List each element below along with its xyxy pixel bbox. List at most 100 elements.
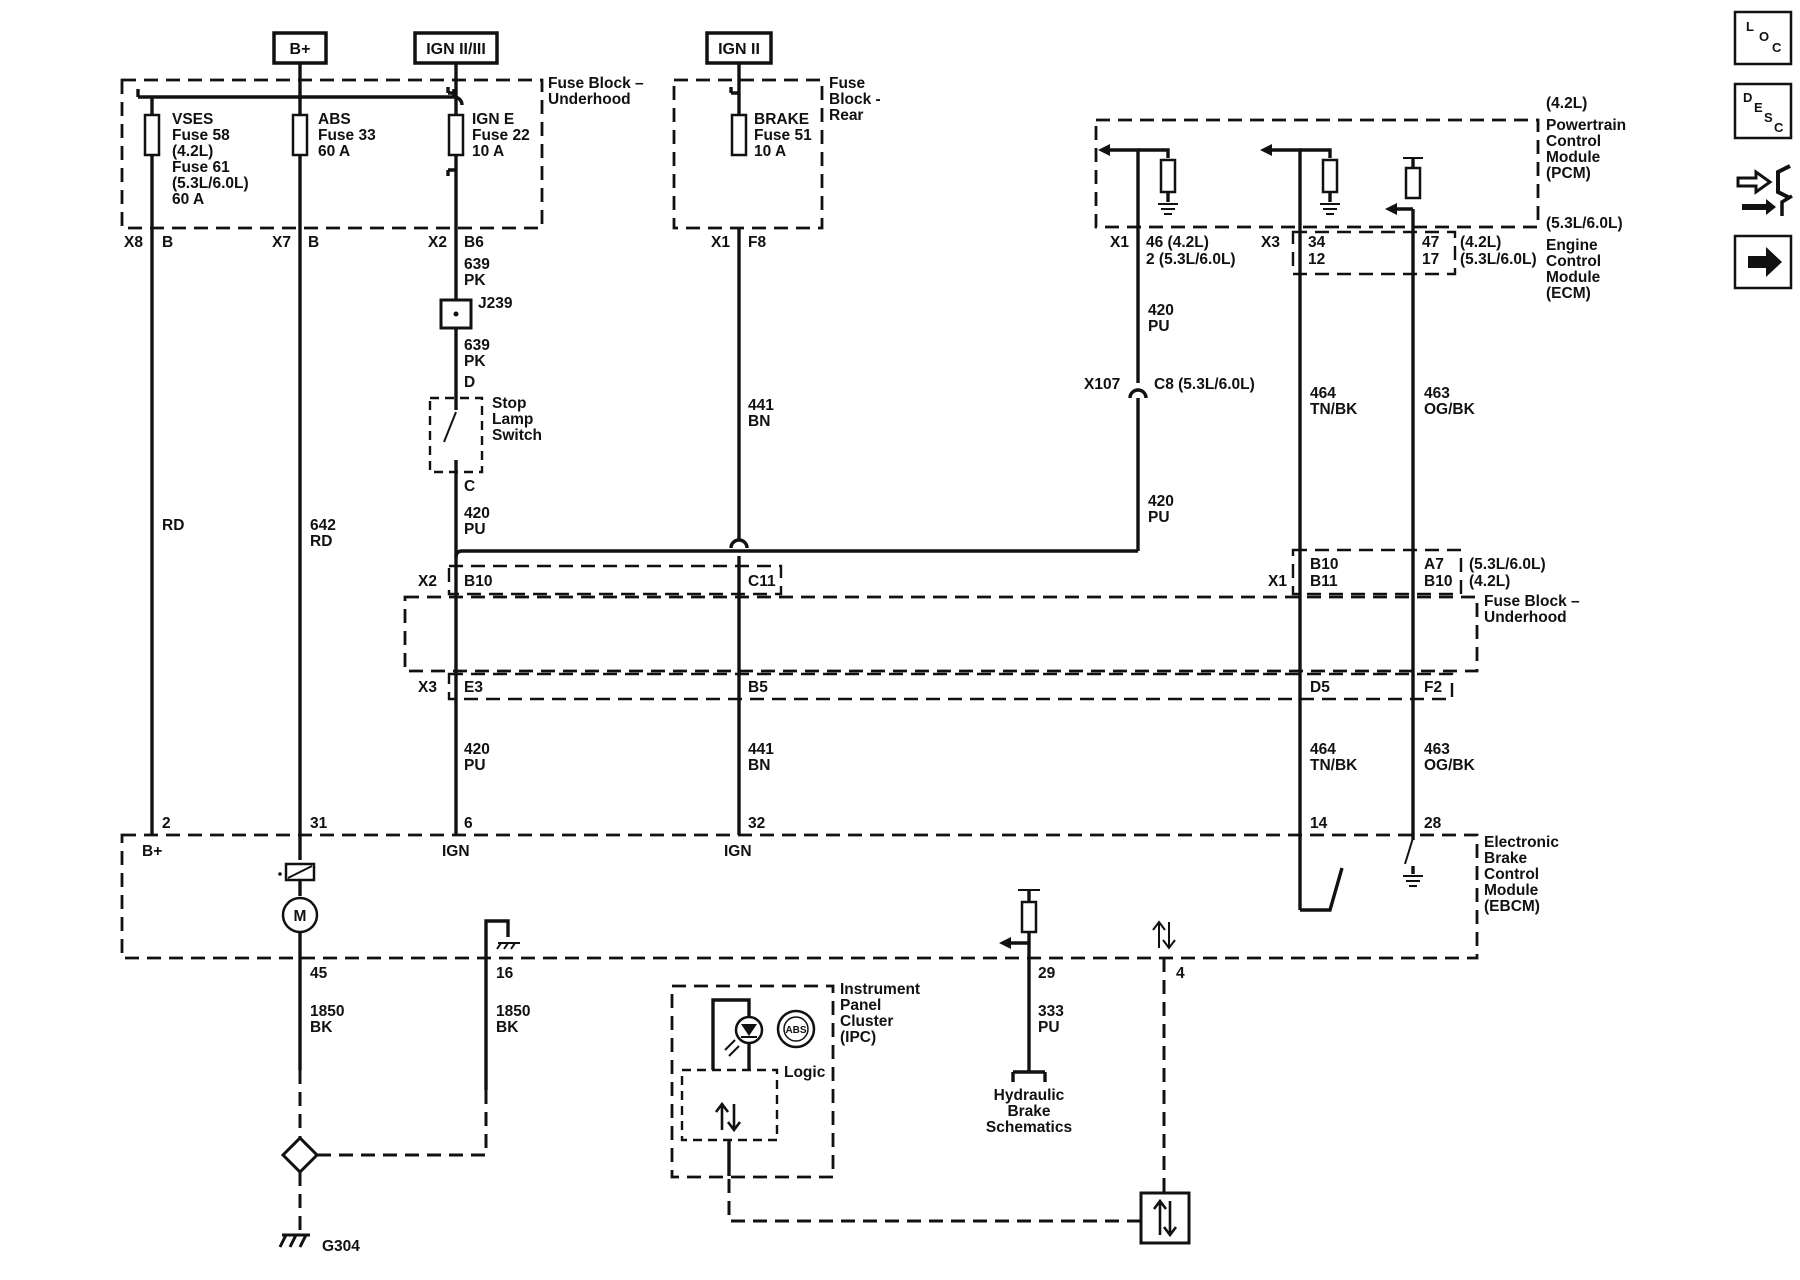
module-label: Module [1546,269,1601,286]
wire-label: 464 [1310,385,1336,402]
module-label: Electronic [1484,834,1559,851]
fuse-text: IGN E [472,111,514,128]
pin-label: C11 [748,573,776,590]
fuse-block-label: Fuse Block – [548,75,644,92]
pin-label: 4 [1176,965,1185,982]
module-label: Cluster [840,1013,893,1030]
pin-function: IGN [724,843,752,860]
module-label: (ECM) [1546,285,1591,302]
fuse-block-underhood-mid: X2 B10 C11 B10 X1 B11 A7 B10 (5.3L/6.0L)… [403,548,1580,701]
reference-label: Hydraulic [994,1087,1065,1104]
connector-icon[interactable] [1736,164,1793,216]
module-label: Instrument [840,981,920,998]
pin-label: A7 [1424,556,1444,573]
pin-label: B11 [1310,573,1338,590]
fuse-text: 60 A [172,191,204,208]
fuse-block-label: Underhood [548,91,631,108]
motor-label: M [294,908,307,925]
fuse-text: 10 A [754,143,786,160]
pin-label: 28 [1424,815,1442,832]
fuse-text: 10 A [472,143,504,160]
module-label: Module [1546,149,1601,166]
module-label: Module [1484,882,1539,899]
logic-label: Logic [784,1064,826,1081]
wire-label: 463 [1424,741,1450,758]
wire-label: 464 [1310,741,1336,758]
wire-label: PU [464,757,486,774]
pin-label: 2 [162,815,171,832]
desc-letter: S [1764,110,1773,125]
wire-label: 639 [464,256,490,273]
ign2-header: IGN II [718,41,760,58]
module-label: Panel [840,997,881,1014]
pin-label: E3 [464,679,483,696]
wire-label: 441 [748,741,774,758]
reference-label: Schematics [986,1119,1072,1136]
fuse-text: 60 A [318,143,350,160]
fuse-block-label: Block - [829,91,881,108]
wire-label: BK [310,1019,333,1036]
pin-label: 47 [1422,234,1439,251]
pin-label: B5 [748,679,768,696]
desc-letter: D [1743,90,1752,105]
fuse-text: Fuse 58 [172,127,230,144]
desc-icon[interactable]: D E S C [1733,82,1793,140]
loc-letter: L [1746,19,1754,34]
next-arrow-icon[interactable] [1733,234,1793,290]
pin-label: 14 [1310,815,1328,832]
module-label: (EBCM) [1484,898,1540,915]
connector-label: X8 [124,234,143,251]
loc-letter: O [1759,29,1769,44]
fuse-text: Fuse 51 [754,127,812,144]
variant-label: (4.2L) [1469,573,1510,590]
wire-label: RD [310,533,332,550]
variant-label: (5.3L/6.0L) [1460,251,1537,268]
fuse-text: VSES [172,111,213,128]
pin-label: 12 [1308,251,1325,268]
connector-label: X3 [418,679,437,696]
module-label: Engine [1546,237,1598,254]
fuse-text: Fuse 33 [318,127,376,144]
loc-icon[interactable]: L O C [1733,10,1793,66]
power-headers: B+ IGN II/III IGN II [272,31,773,65]
module-label: (PCM) [1546,165,1591,182]
bplus-header: B+ [290,41,311,58]
wire-label: 333 [1038,1003,1064,1020]
connector-label: X1 [1268,573,1287,590]
wire-label: 1850 [496,1003,530,1020]
connector-label: X2 [418,573,437,590]
fuse-text: Fuse 61 [172,159,230,176]
pcm-module: (4.2L) Powertrain Control Module (PCM) (… [1094,95,1626,302]
wire-label: PK [464,272,486,289]
pin-label: 45 [310,965,328,982]
ebcm-module: Electronic Brake Control Module (EBCM) 2… [120,815,1559,982]
wire-label: 420 [464,741,490,758]
splice-label: J239 [478,295,513,312]
wire-label: 441 [748,397,774,414]
connector-label: F8 [748,234,766,251]
connector-label: B6 [464,234,484,251]
pin-label: B10 [1310,556,1338,573]
wire-label: 420 [464,505,490,522]
module-label: (IPC) [840,1029,876,1046]
side-icons: L O C D E S C [1733,10,1793,290]
pin-label: B10 [464,573,492,590]
wire-label: PU [1038,1019,1060,1036]
fuse-block-rear: Fuse Block - Rear BRAKE Fuse 51 10 A X1 … [672,63,881,251]
wire-label: TN/BK [1310,757,1358,774]
switch-label: Lamp [492,411,533,428]
pin-label: D5 [1310,679,1330,696]
module-label: (5.3L/6.0L) [1546,215,1623,232]
fuse-block-underhood-top: Fuse Block – Underhood VSES Fuse 58 (4.2… [120,63,644,251]
fuse-text: (5.3L/6.0L) [172,175,249,192]
connector-label: X1 [711,234,730,251]
loc-letter: C [1772,40,1782,55]
pin-label: 32 [748,815,765,832]
pin-function: B+ [142,843,162,860]
module-label: Brake [1484,850,1527,867]
wire-label: PU [1148,509,1170,526]
wires: 639 PK J239 639 PK D Stop Lamp Switch C … [150,150,1476,912]
fuse-block-label: Fuse [829,75,866,92]
ground-label: G304 [322,1238,360,1255]
